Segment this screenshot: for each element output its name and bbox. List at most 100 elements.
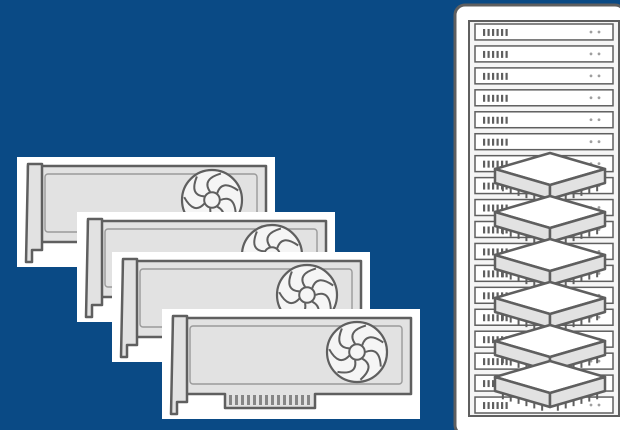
rack-bay-vent (483, 358, 485, 365)
rack-bay-led (590, 404, 593, 407)
rack-bay-led (590, 74, 593, 77)
rack-bay-vent (497, 51, 499, 58)
rack-bay-vent (501, 402, 503, 409)
gpu-card-pin (301, 395, 304, 405)
rack-bay-vent (497, 73, 499, 80)
fan-icon (327, 322, 387, 382)
rack-bay-vent (492, 227, 494, 234)
rack-bay-vent (506, 73, 508, 80)
gpu-card-pin (283, 395, 286, 405)
rack-bay-vent (492, 73, 494, 80)
rack-bay-vent (488, 29, 490, 36)
rack-bay-vent (492, 205, 494, 212)
rack-bay-vent (506, 29, 508, 36)
rack-bay-led (598, 404, 601, 407)
gpu-card-bracket (121, 259, 137, 357)
rack-bay-vent (492, 161, 494, 168)
rack-bay (475, 46, 613, 62)
rack-bay-vent (488, 161, 490, 168)
fan-hub (204, 192, 220, 208)
rack-bay-vent (501, 29, 503, 36)
rack-bay-vent (497, 161, 499, 168)
rack-bay-vent (501, 139, 503, 146)
rack-bay-vent (497, 314, 499, 321)
rack-bay-vent (483, 161, 485, 168)
rack-bay-vent (492, 139, 494, 146)
rack-bay-vent (483, 227, 485, 234)
rack-bay-led (590, 96, 593, 99)
rack-bay-led (598, 74, 601, 77)
gpu-card-bracket (171, 316, 187, 414)
rack-bay (475, 112, 613, 128)
rack-bay-vent (488, 73, 490, 80)
rack-bay-led (598, 206, 601, 209)
rack-bay-vent (488, 358, 490, 365)
rack-bay-vent (488, 227, 490, 234)
rack-bay (475, 24, 613, 40)
rack-bay-vent (488, 380, 490, 387)
rack-bay-led (598, 31, 601, 34)
gpu-card-pin (277, 395, 280, 405)
gpu-card-pin (289, 395, 292, 405)
fan-hub (349, 344, 365, 360)
rack-bay-vent (506, 402, 508, 409)
rack-bay-vent (497, 117, 499, 124)
rack-bay-vent (488, 314, 490, 321)
rack-bay-vent (492, 29, 494, 36)
rack-bay-vent (492, 402, 494, 409)
rack-bay-vent (492, 51, 494, 58)
rack-bay-led (590, 118, 593, 121)
rack-bay-vent (488, 205, 490, 212)
rack-bay-vent (483, 336, 485, 343)
rack-bay (475, 134, 613, 150)
gpu-card-pin (247, 395, 250, 405)
rack-bay-vent (483, 205, 485, 212)
rack-bay-vent (483, 117, 485, 124)
rack-bay-vent (492, 117, 494, 124)
fan-hub (299, 287, 315, 303)
rack-bay-led (590, 140, 593, 143)
rack-bay-vent (497, 270, 499, 277)
rack-bay-vent (497, 139, 499, 146)
rack-bay-led (598, 140, 601, 143)
rack-bay (475, 68, 613, 84)
server-rack (455, 5, 620, 430)
rack-bay-vent (497, 95, 499, 102)
rack-bay-led (590, 31, 593, 34)
rack-bay-vent (492, 358, 494, 365)
rack-bay-led (598, 162, 601, 165)
rack-bay-led (598, 118, 601, 121)
rack-bay-vent (501, 51, 503, 58)
rack-bay-led (598, 53, 601, 56)
rack-bay-vent (497, 402, 499, 409)
rack-bay-vent (488, 51, 490, 58)
rack-bay-vent (483, 402, 485, 409)
rack-bay-vent (501, 117, 503, 124)
rack-bay-vent (483, 139, 485, 146)
rack-bay-vent (483, 183, 485, 190)
rack-bay-vent (483, 292, 485, 299)
gpu-card-pin (295, 395, 298, 405)
rack-bay-vent (483, 95, 485, 102)
rack-bay-vent (483, 270, 485, 277)
rack-bay-vent (488, 139, 490, 146)
rack-bay-vent (492, 314, 494, 321)
rack-bay-vent (488, 95, 490, 102)
rack-bay-vent (506, 51, 508, 58)
rack-bay-vent (492, 270, 494, 277)
rack-bay-vent (506, 95, 508, 102)
rack-bay-vent (492, 183, 494, 190)
gpu-card-pin (265, 395, 268, 405)
gpu-card-bracket (86, 219, 102, 317)
rack-bay-vent (488, 183, 490, 190)
rack-bay-vent (501, 73, 503, 80)
gpu-card-bracket (26, 164, 42, 262)
rack-bay-vent (506, 117, 508, 124)
gpu-card-icon (162, 309, 420, 419)
gpu-card-pin (307, 395, 310, 405)
rack-bay-vent (483, 73, 485, 80)
gpu-card-pin (241, 395, 244, 405)
gpu-card-pin (235, 395, 238, 405)
rack-bay-vent (483, 51, 485, 58)
rack-bay-vent (506, 139, 508, 146)
